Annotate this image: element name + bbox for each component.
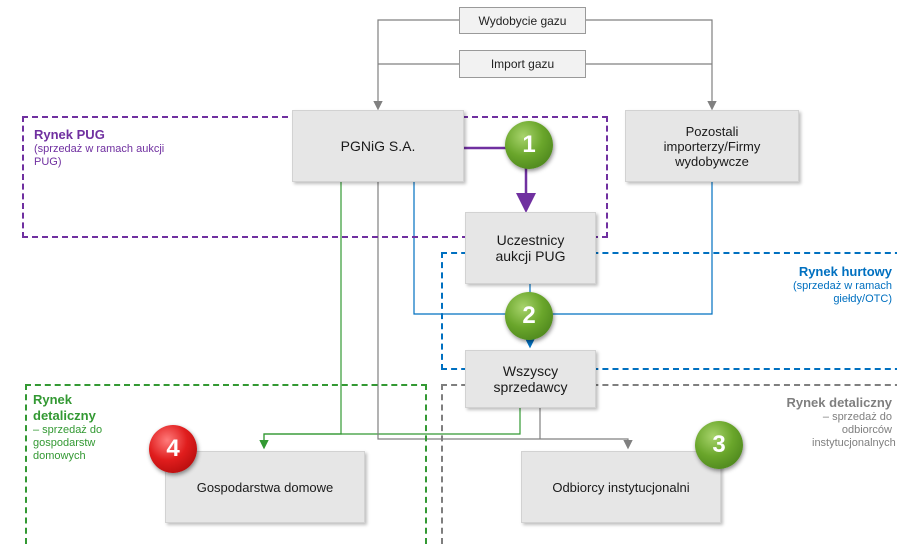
label-pug-title: Rynek PUG [34, 127, 105, 142]
label-retail-households-desc: – sprzedaż do gospodarstw domowych [33, 424, 103, 462]
label-retail-institutional-desc: – sprzedaż do odbiorców instytucjonalnyc… [812, 411, 896, 449]
badge-2: 2 [505, 292, 553, 340]
zone-retail-institutional [441, 384, 897, 544]
badge-3: 3 [695, 421, 743, 469]
line-production-to-pgnig [373, 19, 459, 111]
label-pug: Rynek PUG (sprzedaż w ramach aukcji PUG) [34, 127, 174, 169]
label-wholesale-title: Rynek hurtowy [798, 264, 892, 279]
label-retail-households: Rynek detaliczny – sprzedaż do gospodars… [33, 392, 123, 463]
node-pug-participants: Uczestnicy aukcji PUG [465, 212, 596, 284]
node-pgnig: PGNiG S.A. [292, 110, 464, 182]
node-institutional: Odbiorcy instytucjonalni [521, 451, 721, 523]
source-production: Wydobycie gazu [459, 7, 586, 34]
line-pgnig-to-sellers [413, 182, 520, 315]
line-pgnig-to-institutional [377, 182, 633, 450]
line-production-to-others [586, 19, 717, 111]
line-others-to-sellers [540, 182, 713, 315]
line-sellers-to-households [259, 408, 521, 450]
badge-1: 1 [505, 121, 553, 169]
zone-retail-households [25, 384, 427, 544]
zone-wholesale [441, 252, 897, 370]
node-others: Pozostali importerzy/Firmy wydobywcze [625, 110, 799, 182]
node-households: Gospodarstwa domowe [165, 451, 365, 523]
node-all-sellers: Wszyscy sprzedawcy [465, 350, 596, 408]
source-import: Import gazu [459, 50, 586, 78]
badge-4: 4 [149, 425, 197, 473]
label-wholesale-desc: (sprzedaż w ramach giełdy/OTC) [792, 280, 892, 305]
label-retail-households-title: Rynek detaliczny [33, 392, 96, 423]
label-retail-institutional: Rynek detaliczny – sprzedaż do odbiorców… [752, 395, 896, 450]
label-retail-institutional-title: Rynek detaliczny [786, 395, 893, 410]
label-pug-desc: (sprzedaż w ramach aukcji PUG) [34, 143, 165, 168]
label-wholesale: Rynek hurtowy (sprzedaż w ramach giełdy/… [752, 264, 892, 306]
